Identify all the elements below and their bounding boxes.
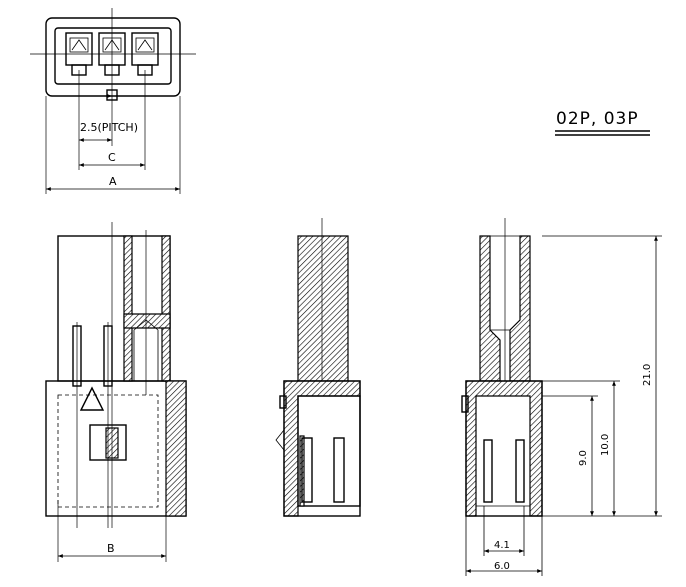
pitch-label: 2.5(PITCH) xyxy=(80,121,138,134)
side-section-view xyxy=(275,218,361,517)
dimension-4-1-label: 4.1 xyxy=(494,540,510,551)
right-side-view: 4.1 6.0 9.0 10.0 21.0 xyxy=(461,218,662,576)
dimension-6-0-label: 6.0 xyxy=(494,561,510,572)
dimension-b-label: B xyxy=(107,542,115,555)
model-label: 02P, 03P xyxy=(556,109,639,129)
dimension-10-0-label: 10.0 xyxy=(600,434,611,456)
model-label-group: 02P, 03P xyxy=(555,109,650,136)
dimension-a-label: A xyxy=(109,175,117,188)
dimension-c-label: C xyxy=(108,151,116,164)
cavity-1 xyxy=(65,32,93,76)
dimension-21-0-label: 21.0 xyxy=(642,364,653,386)
dimension-9-0-label: 9.0 xyxy=(578,450,589,466)
front-section-view: B xyxy=(45,222,187,562)
top-view: 2.5(PITCH) C A xyxy=(30,8,196,194)
